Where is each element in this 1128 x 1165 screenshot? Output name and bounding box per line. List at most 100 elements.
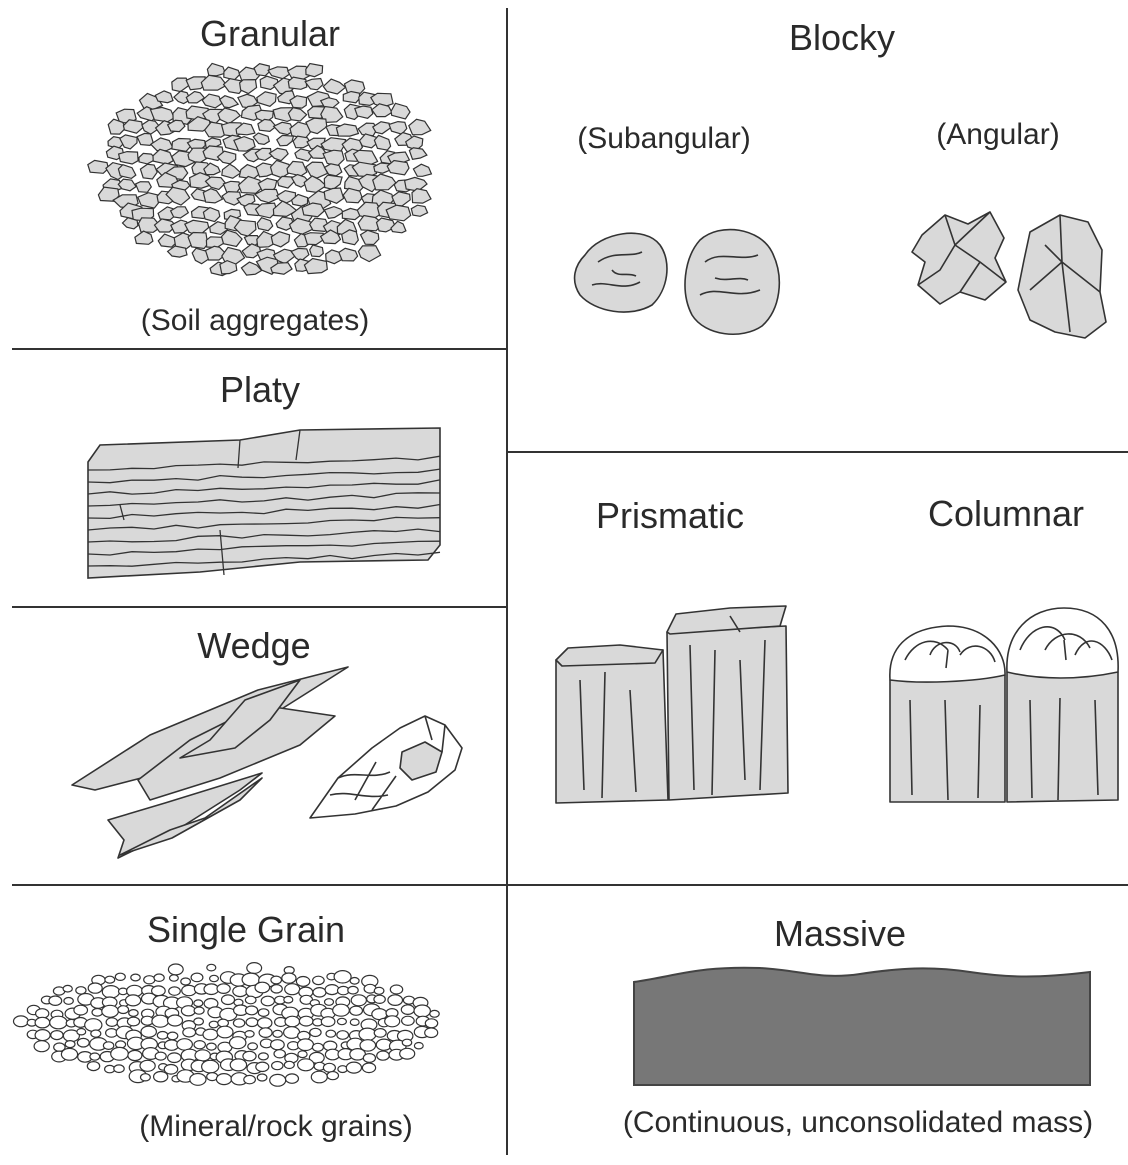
granular-aggregate (411, 205, 427, 216)
blocky-peds-drawing (575, 212, 1106, 338)
mineral-grain (168, 964, 183, 975)
mineral-grain (271, 1040, 285, 1050)
granular-aggregate (306, 162, 328, 178)
granular-aggregate (288, 108, 306, 121)
granular-aggregate (222, 164, 241, 178)
mineral-grain (246, 1018, 258, 1027)
columnar-peds-drawing (890, 608, 1118, 802)
granular-aggregate (151, 138, 173, 151)
wedge-peds-drawing (72, 667, 462, 858)
mineral-grain (216, 1074, 231, 1085)
mineral-grain (168, 1053, 181, 1063)
mineral-grain (258, 1018, 272, 1029)
granular-aggregate (324, 207, 343, 219)
granular-aggregate (361, 230, 379, 244)
mineral-grain (346, 1062, 361, 1073)
mineral-grain (126, 995, 141, 1006)
prism-column-short-body (556, 650, 668, 803)
mineral-grain (233, 986, 248, 997)
mineral-grain (35, 1017, 50, 1028)
granular-aggregate (412, 189, 431, 203)
mineral-grain (103, 1042, 113, 1050)
mineral-grain (414, 1043, 423, 1049)
mineral-grain (141, 1026, 156, 1037)
mineral-grain (152, 1015, 169, 1027)
mineral-grain (390, 985, 402, 994)
mineral-grain (140, 1060, 155, 1071)
granular-aggregate (310, 245, 324, 257)
granular-aggregate (374, 135, 390, 150)
mineral-grain (128, 1050, 142, 1060)
granular-aggregate (188, 233, 208, 249)
mineral-grain (313, 976, 325, 984)
mineral-grain (350, 1006, 363, 1015)
granular-aggregate (271, 232, 289, 247)
granular-aggregate (295, 149, 311, 161)
mineral-grain (298, 1059, 314, 1071)
granular-aggregate (137, 133, 153, 145)
mineral-grain (245, 996, 256, 1004)
mineral-grain (127, 1017, 139, 1026)
mineral-grain (323, 1063, 335, 1072)
granular-aggregate (155, 91, 173, 103)
granular-aggregate (207, 63, 225, 75)
granular-aggregate (257, 92, 276, 107)
mineral-grain (261, 996, 274, 1006)
granular-aggregate (123, 218, 138, 229)
granular-aggregate (138, 193, 161, 208)
platy-block (88, 428, 440, 578)
mineral-grain (284, 1061, 294, 1068)
mineral-grain (298, 1039, 314, 1051)
mineral-grain (217, 1026, 233, 1038)
mineral-grain (77, 1029, 86, 1035)
single-grain-drawing (14, 963, 440, 1087)
mineral-grain (210, 975, 219, 981)
platy-title: Platy (220, 372, 300, 408)
mineral-grain (233, 1019, 244, 1027)
mineral-grain (285, 984, 300, 995)
mineral-grain (51, 1031, 63, 1040)
mineral-grain (400, 1048, 415, 1059)
wedge-title: Wedge (197, 628, 310, 664)
mineral-grain (181, 1006, 195, 1016)
granular-aggregate (153, 149, 173, 164)
single-grain-title: Single Grain (147, 912, 345, 948)
mineral-grain (284, 996, 293, 1003)
granular-aggregate (306, 64, 323, 77)
mineral-grain (207, 1043, 217, 1050)
prismatic-title: Prismatic (596, 498, 744, 534)
mineral-grain (271, 985, 282, 993)
columnar-title: Columnar (928, 496, 1084, 532)
blocky-title: Blocky (789, 20, 895, 56)
mineral-grain (114, 1065, 124, 1073)
wedge-cluster-outline (310, 716, 462, 818)
granular-aggregate (288, 77, 307, 89)
mineral-grain (129, 1010, 138, 1017)
prismatic-columns-drawing (556, 606, 788, 803)
granular-aggregate (304, 233, 323, 245)
granular-aggregate (239, 176, 262, 193)
granular-aggregate (203, 189, 222, 203)
granular-aggregate (413, 164, 431, 176)
granular-aggregate (391, 103, 410, 119)
granular-aggregate (206, 177, 226, 190)
granular-title: Granular (200, 16, 340, 52)
mineral-grain (246, 1006, 258, 1015)
massive-block-drawing (634, 968, 1090, 1085)
mineral-grain (325, 999, 334, 1006)
mineral-grain (34, 1041, 49, 1052)
mineral-grain (77, 1038, 89, 1047)
granular-aggregate (136, 182, 152, 193)
mineral-grain (106, 1018, 118, 1027)
mineral-grain (362, 1063, 375, 1073)
mineral-grain (374, 995, 385, 1003)
granular-aggregate (277, 135, 294, 145)
granular-aggregate (305, 79, 323, 90)
angular-ped-1 (912, 212, 1006, 304)
mineral-grain (334, 971, 351, 983)
mineral-grain (155, 1052, 166, 1060)
mineral-grain (168, 1015, 183, 1026)
mineral-grain (167, 1032, 177, 1040)
mineral-grain (313, 988, 326, 997)
